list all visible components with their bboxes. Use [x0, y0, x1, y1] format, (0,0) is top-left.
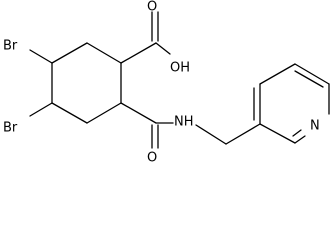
- chemical-structure: Br Br O OH O NH N: [3, 0, 330, 166]
- amide-group: [120, 102, 261, 149]
- pyridine-nitrogen-label: N: [310, 119, 320, 134]
- carboxylic-acid-group: [120, 11, 171, 64]
- hydroxyl-label: OH: [170, 61, 190, 76]
- bromine-label-lower: Br: [3, 121, 18, 136]
- amide-nh-label: NH: [174, 115, 194, 130]
- acid-carbonyl-oxygen-label: O: [147, 0, 157, 15]
- amide-carbonyl-oxygen-label: O: [147, 151, 157, 166]
- br-upper-bond: [29, 49, 53, 64]
- pyridine-ring: [253, 63, 330, 144]
- cyclohexane-ring: [51, 42, 122, 124]
- br-lower-bond: [29, 102, 53, 117]
- bromine-label-upper: Br: [3, 39, 18, 54]
